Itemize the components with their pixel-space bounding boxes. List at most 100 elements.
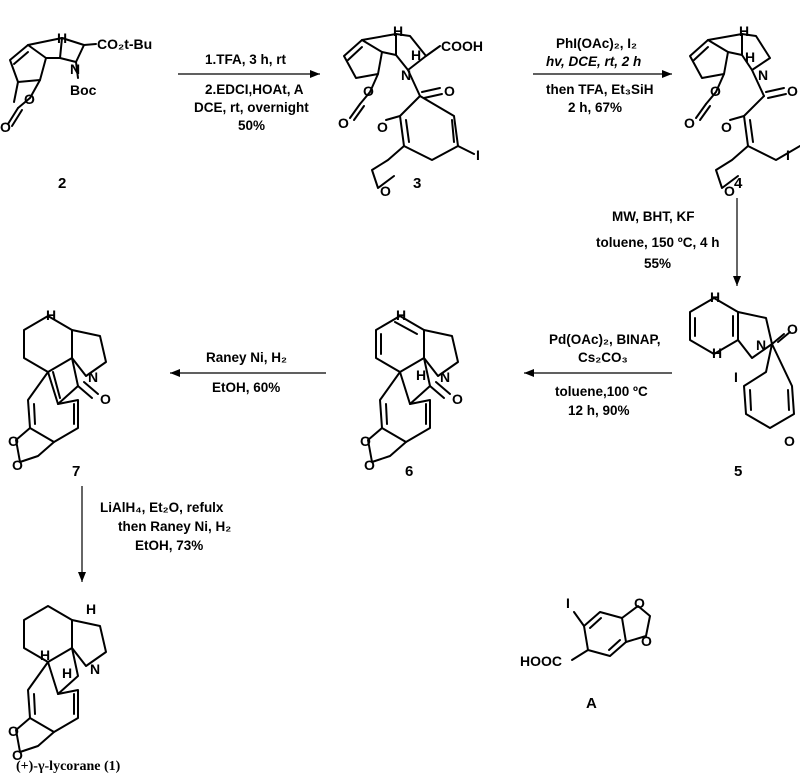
atom-i: I <box>566 595 570 611</box>
structure-compound-2: H N O O CO₂t-Bu Boc <box>0 30 152 135</box>
atom-h: H <box>396 307 406 323</box>
atom-o: O <box>641 633 652 649</box>
structure-compound-3: H H N O O O O O I COOH <box>338 23 483 199</box>
compound-label-a: A <box>586 695 597 712</box>
conditions-step-3: MW, BHT, KF toluene, 150 ºC, 4 h 55% <box>596 209 719 271</box>
condition-line: DCE, rt, overnight <box>194 100 309 115</box>
atom-i: I <box>786 147 790 163</box>
compound-label-2: 2 <box>58 175 66 192</box>
atom-o: O <box>444 83 455 99</box>
atom-i: I <box>476 147 480 163</box>
atom-o: O <box>24 91 35 107</box>
structure-reagent-a: I O O HOOC <box>520 595 652 669</box>
arrowhead <box>733 276 741 286</box>
compound-label-3: 3 <box>413 175 421 192</box>
atom-o: O <box>787 83 798 99</box>
atom-o: O <box>724 183 735 199</box>
condition-line: Pd(OAc)₂, BINAP, <box>549 332 661 347</box>
atom-h: H <box>40 647 50 663</box>
arrowhead <box>310 70 320 78</box>
structure-compound-7: H N O O O <box>8 307 111 473</box>
atom-h: H <box>416 367 426 383</box>
condition-line: MW, BHT, KF <box>612 209 695 224</box>
compound-label-5: 5 <box>734 463 742 480</box>
structure-compound-6: H N H O O O <box>360 307 463 473</box>
atom-n: N <box>401 67 411 83</box>
compound-label-7: 7 <box>72 463 80 480</box>
arrowhead <box>170 369 180 377</box>
group-boc: Boc <box>70 82 97 98</box>
atom-o: O <box>363 83 374 99</box>
condition-line: LiAlH₄, Et₂O, refulx <box>100 500 224 515</box>
condition-line: EtOH, 73% <box>135 538 203 553</box>
atom-o: O <box>12 457 23 473</box>
atom-h: H <box>710 289 720 305</box>
atom-o: O <box>338 115 349 131</box>
atom-h: H <box>62 665 72 681</box>
atom-n: N <box>70 61 80 77</box>
condition-line: 50% <box>238 118 265 133</box>
condition-line: PhI(OAc)₂, I₂ <box>556 36 637 51</box>
atom-o: O <box>380 183 391 199</box>
atom-o: O <box>377 119 388 135</box>
atom-o: O <box>684 115 695 131</box>
conditions-step-5: Raney Ni, H₂ EtOH, 60% <box>206 350 287 395</box>
condition-line: hv, DCE, rt, 2 h <box>546 54 641 69</box>
atom-o: O <box>360 433 371 449</box>
structure-lycorane: H H H N O O <box>8 601 107 763</box>
conditions-step-4: Pd(OAc)₂, BINAP, Cs₂CO₃ toluene,100 ºC 1… <box>549 332 661 418</box>
condition-line: toluene, 150 ºC, 4 h <box>596 235 719 250</box>
conditions-step-1: 1.TFA, 3 h, rt 2.EDCI,HOAt, A DCE, rt, o… <box>194 52 309 133</box>
atom-n: N <box>758 67 768 83</box>
condition-line: toluene,100 ºC <box>555 384 648 399</box>
atom-h: H <box>411 47 421 63</box>
condition-line: then TFA, Et₃SiH <box>546 82 654 97</box>
atom-n: N <box>90 661 100 677</box>
group-co2tbu: CO₂t-Bu <box>97 36 152 52</box>
atom-h: H <box>57 30 67 46</box>
condition-line: 1.TFA, 3 h, rt <box>205 52 287 67</box>
atom-o: O <box>12 747 23 763</box>
condition-line: then Raney Ni, H₂ <box>118 519 231 534</box>
arrowhead <box>662 70 672 78</box>
group-hooc: HOOC <box>520 653 562 669</box>
atom-n: N <box>756 337 766 353</box>
atom-o: O <box>364 457 375 473</box>
arrowhead <box>524 369 534 377</box>
atom-o: O <box>710 83 721 99</box>
condition-line: 2 h, 67% <box>568 100 622 115</box>
final-product-label: (+)-γ-lycorane (1) <box>16 759 121 774</box>
atom-o: O <box>634 595 645 611</box>
structure-compound-5: H N H O I O <box>689 289 798 449</box>
structure-compound-4: H H N O O O O O I <box>684 23 800 199</box>
atom-o: O <box>787 321 798 337</box>
atom-h: H <box>46 307 56 323</box>
atom-h: H <box>745 49 755 65</box>
conditions-step-2: PhI(OAc)₂, I₂ hv, DCE, rt, 2 h then TFA,… <box>546 36 654 115</box>
atom-i: I <box>734 369 738 385</box>
condition-line: EtOH, 60% <box>212 380 280 395</box>
atom-o: O <box>0 119 11 135</box>
arrowhead <box>78 572 86 582</box>
atom-h: H <box>86 601 96 617</box>
atom-h: H <box>712 345 722 361</box>
atom-o: O <box>721 119 732 135</box>
condition-line: Cs₂CO₃ <box>578 350 628 365</box>
group-cooh: COOH <box>441 38 483 54</box>
condition-line: 12 h, 90% <box>568 403 630 418</box>
condition-line: 55% <box>644 256 671 271</box>
compound-label-6: 6 <box>405 463 413 480</box>
atom-o: O <box>8 433 19 449</box>
atom-o: O <box>100 391 111 407</box>
conditions-step-6: LiAlH₄, Et₂O, refulx then Raney Ni, H₂ E… <box>100 500 231 553</box>
atom-o: O <box>452 391 463 407</box>
atom-n: N <box>88 369 98 385</box>
atom-h: H <box>739 23 749 39</box>
condition-line: 2.EDCI,HOAt, A <box>205 82 304 97</box>
atom-h: H <box>393 23 403 39</box>
atom-n: N <box>440 369 450 385</box>
atom-o: O <box>784 433 795 449</box>
condition-line: Raney Ni, H₂ <box>206 350 287 365</box>
atom-o: O <box>8 723 19 739</box>
